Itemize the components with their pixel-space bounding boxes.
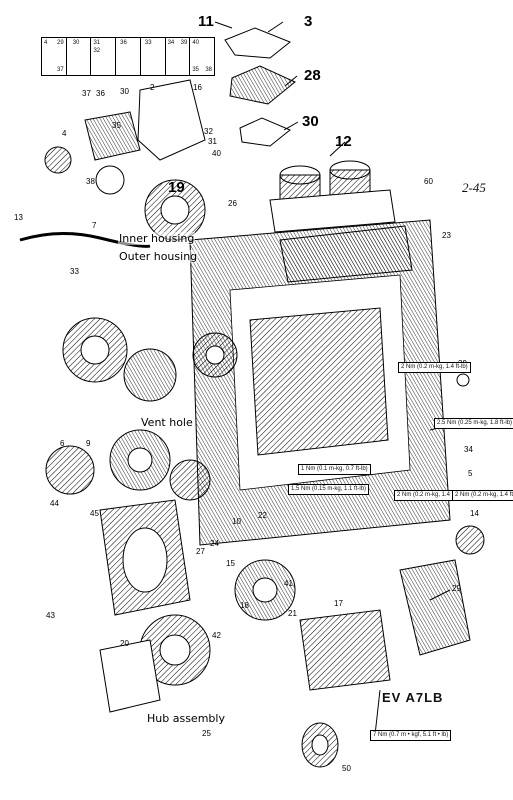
- legend-number: 32: [93, 48, 101, 54]
- callout-number: 36: [96, 89, 105, 98]
- callout-number: 24: [210, 539, 219, 548]
- torque-spec: 1 Nm (0.1 m-kg, 0.7 ft-lb): [298, 464, 371, 476]
- legend-number: 30: [72, 40, 80, 46]
- legend-number: 33: [144, 40, 152, 46]
- label-outer-housing: Outer housing: [118, 250, 199, 263]
- pulley: [44, 146, 72, 174]
- torque-spec: 1.5 Nm (0.15 m-kg, 1.1 ft-lb): [288, 484, 370, 496]
- callout-number: 41: [284, 579, 293, 588]
- legend-cell: 40 35 38: [190, 38, 214, 75]
- callout-number: 25: [202, 729, 211, 738]
- callout-number: 50: [342, 764, 351, 773]
- callout-number: 44: [50, 499, 59, 508]
- callout-number: 30: [120, 87, 129, 96]
- callout-number: 33: [70, 267, 79, 276]
- legend-number: 40: [192, 40, 199, 46]
- callout-number: 12: [335, 133, 352, 150]
- legend-cell: 36: [116, 38, 141, 75]
- legend-cell: 30: [67, 38, 92, 75]
- callout-number: 26: [228, 199, 237, 208]
- callout-number: 23: [442, 231, 451, 240]
- torque-spec: 2 Nm (0.2 m-kg, 1.4 ft-lb): [398, 362, 471, 374]
- callout-number: 4: [62, 129, 67, 138]
- callout-number: 21: [288, 609, 297, 618]
- legend-number: 4: [44, 40, 48, 46]
- callout-number: 32: [204, 127, 213, 136]
- legend-number: 29: [57, 40, 64, 46]
- callout-number: 34: [464, 445, 473, 454]
- callout-number: 3: [304, 13, 313, 30]
- callout-number: 35: [112, 121, 121, 130]
- callout-number: 29: [452, 584, 461, 593]
- legend-cell: 31 32: [91, 38, 117, 75]
- parts-legend-table: 4 29 37 30 31 32 36 33 34 39 40 35 38: [41, 37, 215, 76]
- callout-number: 2: [150, 83, 155, 92]
- callout-number: 38: [86, 177, 95, 186]
- legend-number: 39: [180, 40, 188, 46]
- legend-cell: 34 39: [166, 38, 191, 75]
- callout-number: 27: [196, 547, 205, 556]
- callout-number: 31: [208, 137, 217, 146]
- top-cover-plate: [224, 27, 291, 59]
- callout-number: 42: [212, 631, 221, 640]
- callout-number: 11: [198, 13, 214, 30]
- page-number: 2-45: [462, 180, 486, 195]
- callout-number: 16: [193, 83, 202, 92]
- legend-cell: 4 29 37: [42, 38, 67, 75]
- callout-number: 60: [424, 177, 433, 186]
- callout-number: 37: [82, 89, 91, 98]
- callout-number: 13: [14, 213, 23, 222]
- label-hub-assembly: Hub assembly: [146, 712, 226, 725]
- legend-number: 38: [205, 67, 213, 73]
- callout-number: 5: [468, 469, 473, 478]
- label-vent-hole: Vent hole: [140, 416, 194, 429]
- callout-number: 19: [168, 179, 185, 196]
- legend-number: 31: [93, 40, 101, 46]
- legend-number: 37: [57, 67, 64, 73]
- legend-number: 34: [167, 40, 175, 46]
- sheet-code: EV A7LB: [382, 690, 444, 705]
- callout-number: 20: [120, 639, 129, 648]
- legend-cell: 33: [141, 38, 166, 75]
- callout-number: 17: [334, 599, 343, 608]
- legend-number: 35: [192, 67, 199, 73]
- callout-number: 40: [212, 149, 221, 158]
- callout-number: 43: [46, 611, 55, 620]
- callout-number: 15: [226, 559, 235, 568]
- torque-spec: 2.5 Nm (0.25 m-kg, 1.8 ft-lb): [434, 418, 513, 430]
- callout-number: 45: [90, 509, 99, 518]
- callout-number: 9: [86, 439, 91, 448]
- callout-number: 14: [470, 509, 479, 518]
- callout-number: 6: [60, 439, 65, 448]
- callout-number: 30: [302, 113, 319, 130]
- legend-number: 36: [120, 40, 127, 46]
- callout-number: 22: [258, 511, 267, 520]
- torque-spec: 2 Nm (0.2 m-kg, 1.4 ft-lb): [452, 490, 513, 502]
- callout-number: 10: [232, 517, 241, 526]
- label-inner-housing: Inner housing: [118, 232, 196, 245]
- callout-number: 18: [240, 601, 249, 610]
- torque-spec: 7 Nm (0.7 m • kgf, 5.1 ft • lb): [370, 730, 452, 742]
- callout-number: 28: [304, 67, 321, 84]
- callout-number: 7: [92, 221, 97, 230]
